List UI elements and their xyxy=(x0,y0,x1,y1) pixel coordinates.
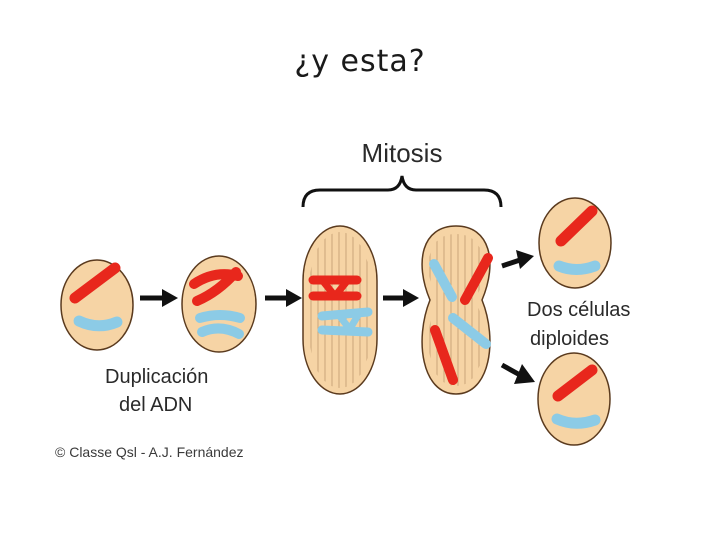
mitosis-heading: Mitosis xyxy=(362,138,443,168)
label-result-line1: Dos células xyxy=(527,299,630,321)
chromosome-red xyxy=(552,364,598,402)
cell-initial xyxy=(60,259,134,351)
cell-anaphase xyxy=(421,225,493,395)
arrow-to-daughter-bottom xyxy=(500,362,535,384)
chromosome-blue xyxy=(553,260,601,275)
daughter-cell-top xyxy=(538,197,612,289)
chromosome-red xyxy=(555,205,598,247)
arrow-2 xyxy=(265,289,302,307)
label-duplication-line2: del ADN xyxy=(119,394,192,416)
cell-duplicated xyxy=(181,255,257,353)
cell-metaphase xyxy=(302,225,378,395)
chromosome-red xyxy=(460,253,493,305)
label-result-line2: diploides xyxy=(530,328,609,350)
chromosome-blue xyxy=(551,413,601,429)
credit-text: © Classe Qsl - A.J. Fernández xyxy=(55,444,244,460)
daughter-cell-bottom xyxy=(537,352,611,446)
arrow-1 xyxy=(140,289,178,307)
slide-title: ¿y esta? xyxy=(294,44,426,79)
arrow-3 xyxy=(383,289,419,307)
arrow-to-daughter-top xyxy=(501,250,534,269)
chromosome-blue xyxy=(195,310,245,323)
chromosome-blue xyxy=(429,259,457,302)
chromosome-blue xyxy=(73,315,123,332)
chromosome-red xyxy=(69,262,121,304)
mitosis-brace xyxy=(301,175,503,208)
label-duplication-line1: Duplicación xyxy=(105,366,208,388)
